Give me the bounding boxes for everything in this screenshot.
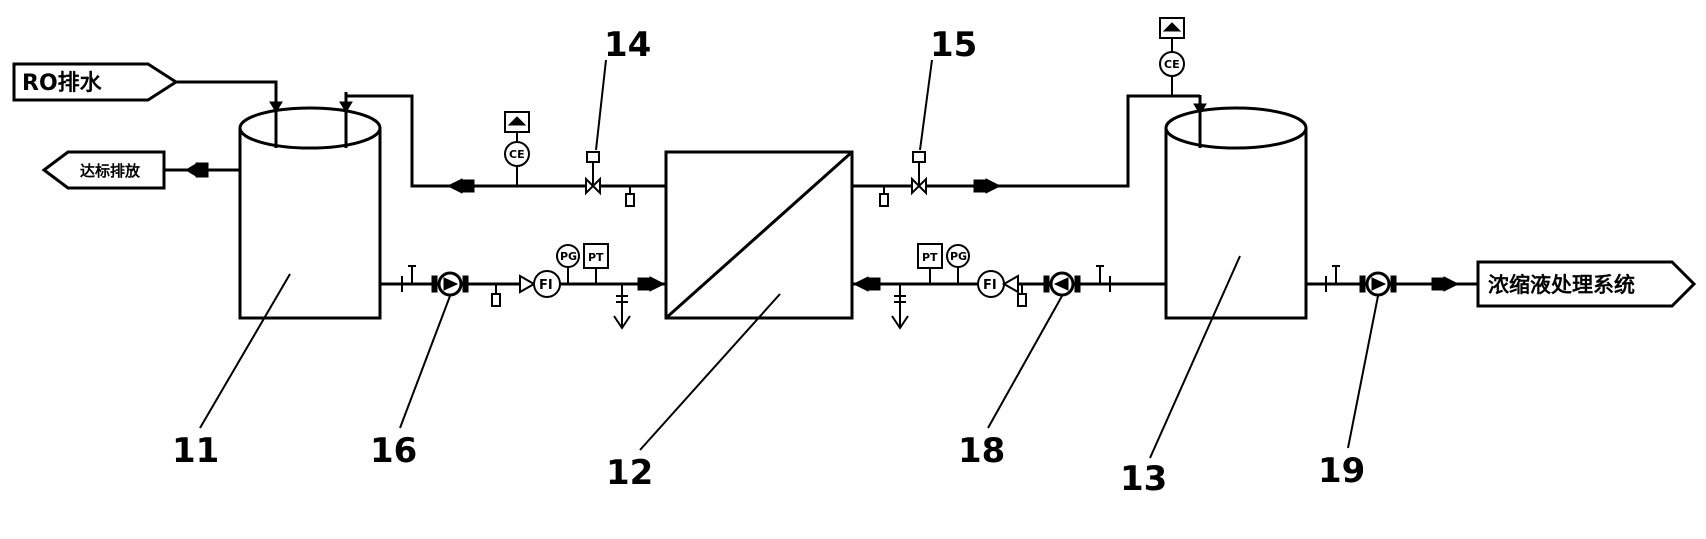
pt-label-left: PT (588, 251, 604, 264)
callout-11: 11 (172, 431, 219, 471)
ce-label-right: CE (1164, 58, 1180, 71)
tank-11 (238, 92, 382, 320)
callout-12: 12 (606, 453, 653, 493)
callout-19: 19 (1318, 451, 1365, 491)
callout-13: 13 (1120, 459, 1167, 499)
ro-drain-inlet: RO排水 (12, 62, 278, 102)
concentrate-outlet-line: 浓缩液处理系统 (1306, 260, 1697, 308)
membrane-module-12 (664, 150, 854, 320)
feed-line-right: PT PG FI (852, 243, 1166, 330)
callout-18: 18 (958, 431, 1005, 471)
pg-label-right: PG (950, 250, 967, 263)
discharge-label: 达标排放 (80, 162, 141, 180)
permeate-return-line: CE (344, 92, 666, 207)
discharge-outlet: 达标排放 (41, 150, 240, 190)
pt-label-right: PT (922, 251, 938, 264)
callout-14: 14 (604, 25, 651, 65)
ro-drain-label: RO排水 (22, 71, 103, 96)
ce-label-left: CE (509, 148, 525, 161)
tank-13 (1164, 95, 1308, 320)
callout-16: 16 (370, 431, 417, 471)
fi-label-right: FI (983, 278, 997, 293)
feed-line-left: FI PG PT (380, 243, 666, 330)
callout-15: 15 (930, 25, 977, 65)
pg-label-left: PG (560, 250, 577, 263)
fi-label-left: FI (539, 278, 553, 293)
callout-leaders (199, 59, 1379, 459)
concentrate-line: CE (852, 17, 1202, 207)
concentrate-system-label: 浓缩液处理系统 (1488, 273, 1635, 297)
